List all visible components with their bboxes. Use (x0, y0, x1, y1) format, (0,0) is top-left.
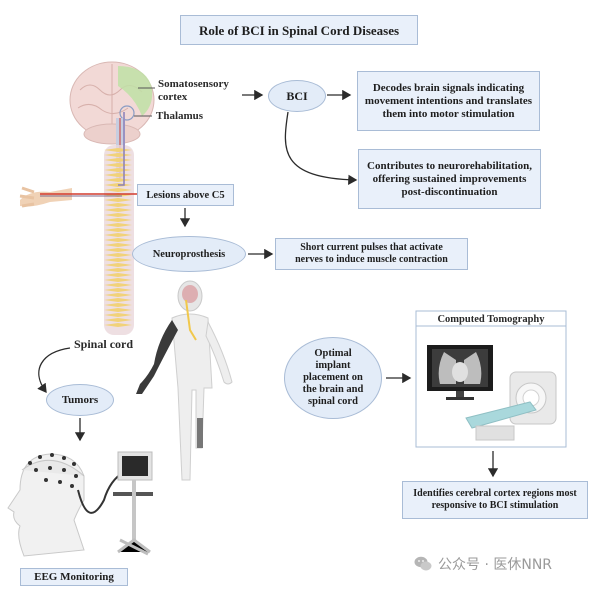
eeg-head-illustration (7, 453, 125, 557)
identifies-line: responsive to BCI stimulation (431, 500, 559, 511)
optimal-line: implant (315, 360, 351, 371)
vertebra (104, 173, 132, 177)
vertebra (104, 258, 132, 262)
bci-node: BCI (268, 80, 326, 112)
vertebra (104, 213, 132, 217)
spinal-cord-illustration (104, 112, 134, 335)
somatosensory-cortex-highlight (118, 66, 153, 116)
somatosensory-cortex-label: Somatosensory cortex (158, 78, 229, 104)
arrow-bci-neurorehab (284, 111, 358, 185)
somatosensory-label-line: Somatosensory (158, 78, 229, 90)
vertebra (104, 158, 132, 162)
arrow-spinalcord-tumors (37, 347, 71, 394)
thalamus-marker (119, 105, 135, 121)
vertebra (104, 283, 132, 287)
identifies-line: Identifies cerebral cortex regions most (413, 488, 577, 499)
neurorehab-line: post-discontinuation (401, 185, 498, 198)
decodes-line: movement intentions and translates (364, 94, 533, 107)
ct-panel-title: Computed Tomography (437, 314, 545, 325)
vertebra (104, 218, 132, 222)
vertebra (104, 178, 132, 182)
vertebra (104, 248, 132, 252)
decodes-line: them into motor stimulation (382, 107, 515, 120)
vertebra (104, 313, 132, 317)
optimal-line: Optimal (314, 348, 352, 359)
vertebra (104, 268, 132, 272)
somatosensory-label-line: cortex (158, 91, 188, 103)
prosthetic-human-illustration (136, 280, 233, 481)
eeg-monitor-illustration (113, 451, 153, 556)
vertebra (104, 308, 132, 312)
vertebra (104, 153, 132, 157)
wechat-icon (414, 556, 432, 571)
vertebra (104, 323, 132, 327)
ct-monitor-illustration (427, 345, 493, 400)
eeg-cable (77, 471, 125, 514)
eeg-monitoring-label: EEG Monitoring (20, 568, 128, 586)
vertebra (104, 233, 132, 237)
tumors-node: Tumors (46, 384, 114, 416)
watermark-text: 公众号 · 医休NNR (438, 557, 553, 573)
ct-scanner-illustration (465, 371, 557, 441)
vertebra (104, 208, 132, 212)
eeg-text: EEG Monitoring (34, 570, 114, 583)
vertebra (104, 163, 132, 167)
vertebra (104, 298, 132, 302)
watermark: 公众号 · 医休NNR (414, 554, 552, 574)
neurorehab-line: Contributes to neurorehabilitation, (367, 159, 532, 172)
thalamus-label: Thalamus (156, 110, 204, 122)
vertebra (104, 303, 132, 307)
vertebra (104, 243, 132, 247)
neurorehab-line: offering sustained improvements (372, 172, 527, 185)
optimal-placement-node: Optimal implant placement on the brain a… (284, 337, 382, 419)
vertebra (104, 263, 132, 267)
vertebra (104, 273, 132, 277)
neuroprosthesis-text: Neuroprosthesis (152, 248, 226, 260)
vertebra (104, 148, 132, 152)
vertebra (104, 238, 132, 242)
lesions-text: Lesions above C5 (146, 189, 225, 201)
vertebra (104, 293, 132, 297)
bci-text: BCI (286, 88, 308, 103)
pulses-line: nerves to induce muscle contraction (295, 254, 448, 265)
vertebra (104, 318, 132, 322)
title-text: Role of BCI in Spinal Cord Diseases (198, 22, 400, 38)
diagram-title: Role of BCI in Spinal Cord Diseases (180, 15, 418, 45)
spinal-cord-label: Spinal cord (74, 337, 134, 351)
brain-illustration (69, 61, 155, 145)
tumors-text: Tumors (61, 393, 99, 406)
vertebra (104, 198, 132, 202)
vertebra (104, 288, 132, 292)
vertebra (104, 278, 132, 282)
pulses-box: Short current pulses that activate nerve… (275, 238, 468, 270)
optimal-line: the brain and (302, 384, 364, 395)
neurorehab-box: Contributes to neurorehabilitation, offe… (358, 149, 541, 209)
decodes-box: Decodes brain signals indicating movemen… (357, 71, 540, 131)
vertebra (104, 188, 132, 192)
vertebra (104, 253, 132, 257)
decodes-line: Decodes brain signals indicating (372, 81, 525, 94)
vertebra (104, 228, 132, 232)
vertebra (104, 203, 132, 207)
lesions-box: Lesions above C5 (137, 184, 234, 206)
vertebra (104, 223, 132, 227)
neuroprosthesis-node: Neuroprosthesis (132, 236, 246, 272)
optimal-line: placement on (303, 372, 363, 383)
vertebra (104, 168, 132, 172)
identifies-box: Identifies cerebral cortex regions most … (402, 481, 588, 519)
pulses-line: Short current pulses that activate (300, 242, 443, 253)
optimal-line: spinal cord (308, 396, 358, 407)
